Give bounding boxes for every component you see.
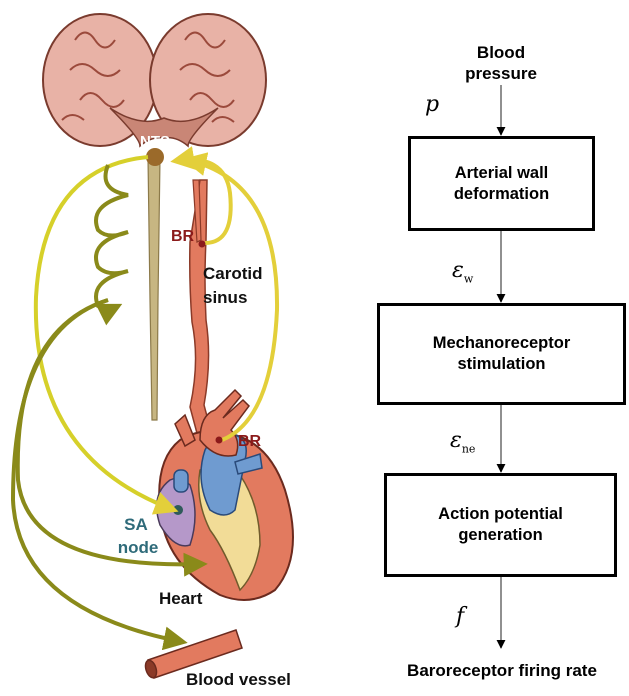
- heart-label: Heart: [159, 589, 203, 608]
- efferent-path-sa-node: [33, 155, 179, 515]
- carotid-sinus-label: Carotid sinus: [203, 264, 267, 307]
- baroreceptor-aortic-dot: [215, 436, 223, 444]
- symbol-epsilon-ne: εne: [450, 428, 476, 456]
- afferent-path-aortic: [182, 152, 280, 442]
- blood-vessel-label: Blood vessel: [186, 670, 291, 689]
- symbol-epsilon-w: εw: [452, 258, 474, 286]
- br-label-aortic: BR: [238, 433, 262, 450]
- nts-nucleus: [146, 148, 164, 166]
- sa-node-label: SA node: [118, 515, 159, 557]
- baroreceptor-carotid-dot: [198, 240, 206, 248]
- blood-vessel-illustration: [144, 629, 243, 679]
- sympathetic-loops: [94, 164, 129, 326]
- symbol-p: p: [425, 92, 440, 117]
- output-baroreceptor-firing-rate: Baroreceptor firing rate: [407, 661, 597, 680]
- heart-illustration: [155, 388, 294, 601]
- spinal-cord: [147, 157, 161, 421]
- brain-illustration: [42, 13, 267, 148]
- br-label-carotid: BR: [171, 228, 195, 245]
- symbol-f: f: [456, 604, 465, 629]
- sympathetic-path-vessel: [10, 298, 188, 651]
- nts-label: NTS: [140, 133, 170, 150]
